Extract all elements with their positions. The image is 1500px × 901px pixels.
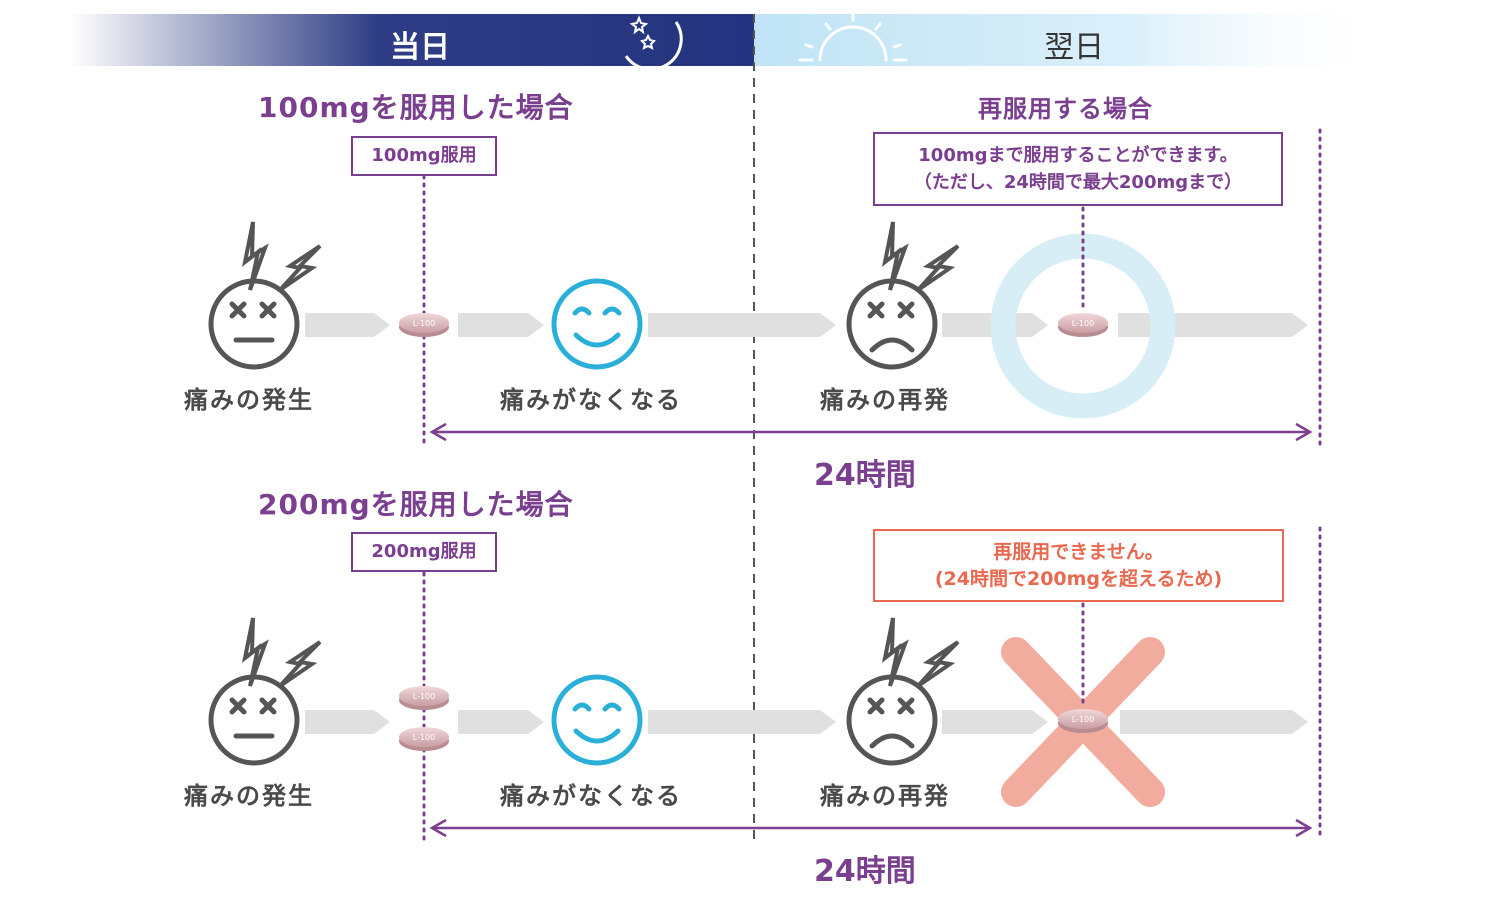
- lightning-icon: [881, 617, 960, 688]
- redose-note-line2: （ただし、24時間で最大200mgまで）: [913, 172, 1243, 193]
- interval-arrow: [429, 422, 1313, 442]
- lightning-icon: [241, 617, 322, 688]
- no-redose-note-box: 再服用できません。 (24時間で200mgを超えるため): [873, 529, 1284, 602]
- timeline-100: L-100: [208, 128, 1322, 447]
- no-redose-note-line2: (24時間で200mgを超えるため): [934, 568, 1223, 590]
- stage-onset-label: 痛みの発生: [184, 782, 314, 810]
- interval-label: 24時間: [814, 458, 916, 493]
- redose-note-line1: 100mgまで服用することができます。: [918, 145, 1238, 166]
- flow-arrow: [1118, 313, 1308, 337]
- pill-icon: L-100: [1058, 709, 1108, 733]
- svg-text:L-100: L-100: [413, 319, 435, 328]
- flow-arrow: [458, 313, 544, 337]
- happy-face-icon: [551, 278, 643, 370]
- dose-label: 100mg服用: [371, 145, 477, 166]
- lightning-icon: [241, 221, 322, 292]
- dose-label-box: 100mg服用: [351, 136, 497, 176]
- lightning-icon: [881, 221, 960, 292]
- interval-arrow: [429, 818, 1313, 838]
- svg-text:L-100: L-100: [1072, 319, 1094, 328]
- dose-label-box: 200mg服用: [351, 532, 497, 572]
- stage-relief-label: 痛みがなくなる: [500, 782, 682, 810]
- flow-arrow: [648, 313, 836, 337]
- pill-icon: L-100: [399, 686, 449, 710]
- stage-onset-label: 痛みの発生: [184, 386, 314, 414]
- dose-label: 200mg服用: [371, 541, 477, 562]
- svg-text:L-100: L-100: [413, 692, 435, 701]
- next-day-label: 翌日: [1044, 30, 1104, 65]
- no-redose-note-line1: 再服用できません。: [993, 541, 1164, 563]
- next-day-band: [754, 14, 1394, 66]
- scenario-100-title: 100mgを服用した場合: [258, 91, 574, 124]
- sad-face-icon: [846, 674, 938, 766]
- pill-icon: L-100: [1058, 313, 1108, 337]
- pill-icon: L-100: [399, 313, 449, 337]
- flow-arrow: [1120, 710, 1308, 734]
- flow-arrow: [305, 710, 390, 734]
- pain-face-icon: [208, 674, 300, 766]
- flow-arrow: [942, 710, 1048, 734]
- timeline-200: L-100 L-100: [208, 526, 1322, 842]
- svg-text:L-100: L-100: [1072, 715, 1094, 724]
- sad-face-icon: [846, 278, 938, 370]
- svg-text:L-100: L-100: [413, 733, 435, 742]
- redose-note-box: 100mgまで服用することができます。 （ただし、24時間で最大200mgまで）: [873, 132, 1283, 206]
- flow-arrow: [648, 710, 836, 734]
- flow-arrow: [305, 313, 390, 337]
- stage-recur-label: 痛みの再発: [820, 386, 950, 414]
- pill-icon: L-100: [399, 727, 449, 751]
- interval-label: 24時間: [814, 854, 916, 889]
- pain-face-icon: [208, 278, 300, 370]
- moon-stars-icon: [624, 15, 683, 71]
- stage-recur-label: 痛みの再発: [820, 782, 950, 810]
- flow-arrow: [458, 710, 544, 734]
- scenario-200-title: 200mgを服用した場合: [258, 488, 574, 521]
- sun-icon: [798, 12, 908, 62]
- stage-relief-label: 痛みがなくなる: [500, 386, 682, 414]
- redose-title: 再服用する場合: [978, 95, 1153, 123]
- happy-face-icon: [551, 674, 643, 766]
- ok-circle-icon: [990, 233, 1176, 419]
- today-label: 当日: [390, 30, 450, 65]
